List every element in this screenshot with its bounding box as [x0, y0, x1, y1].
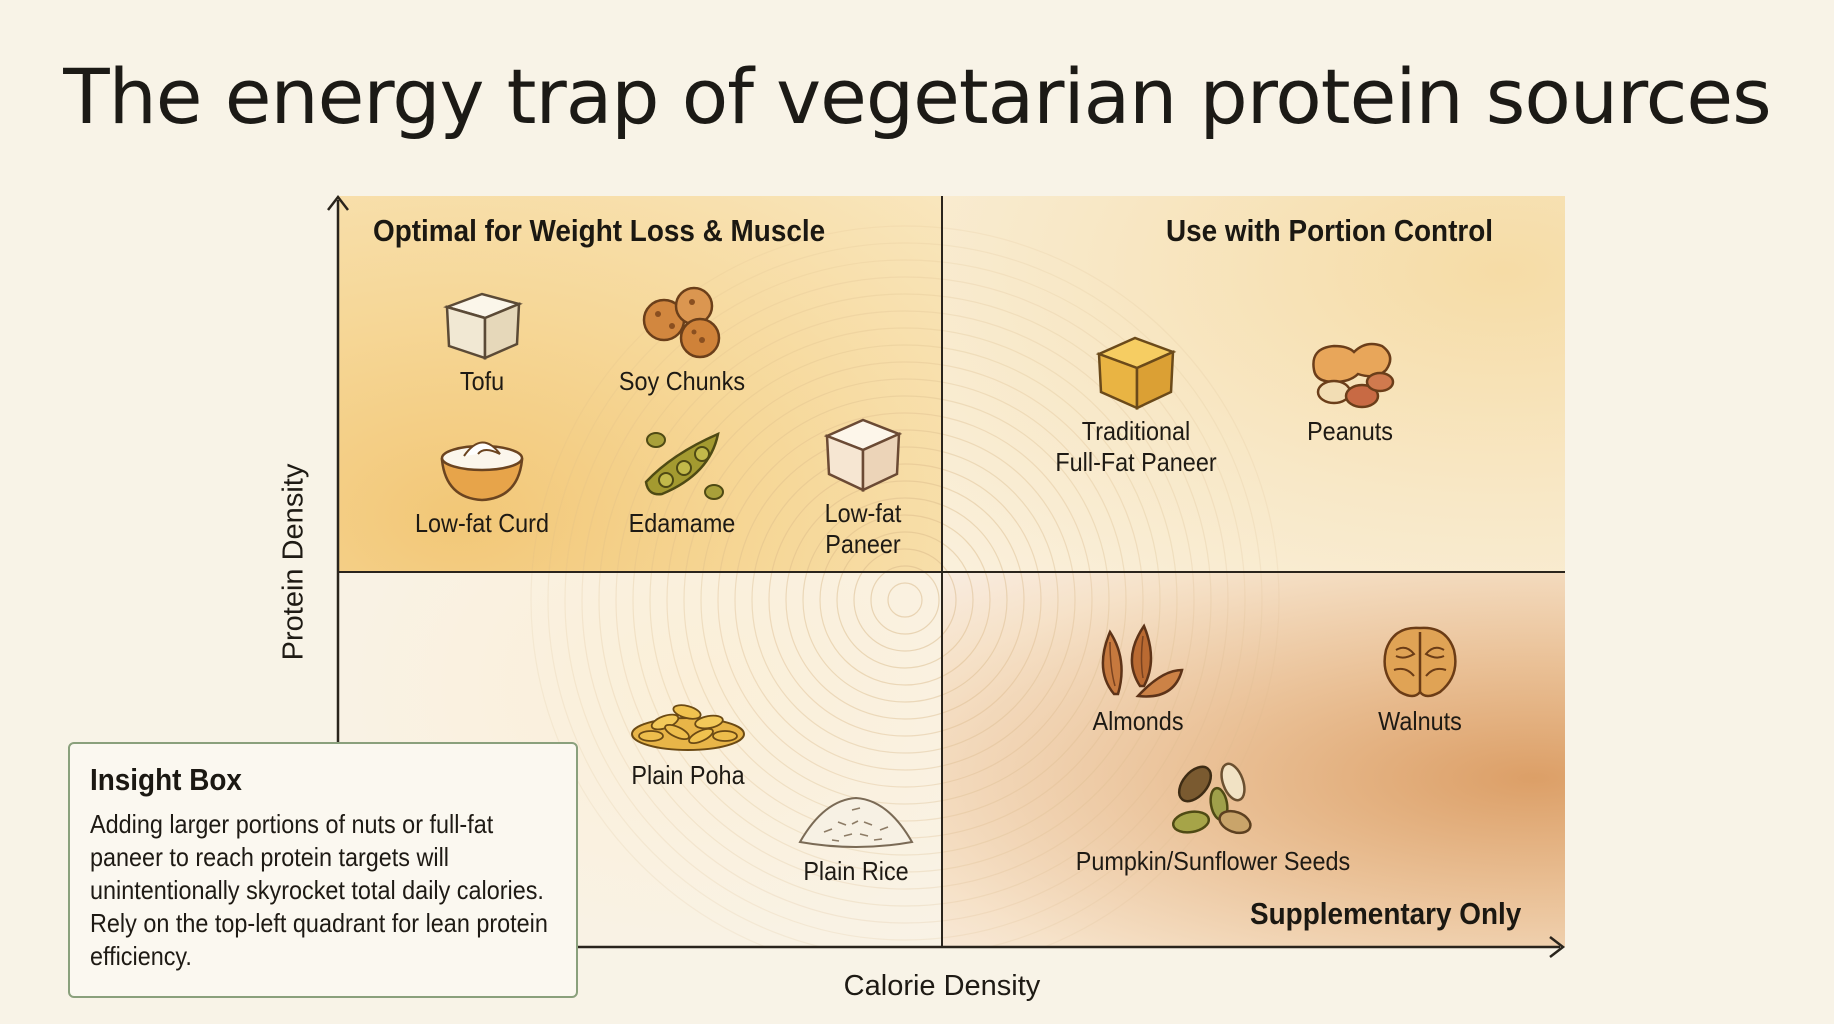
item-label: Plain Rice — [803, 856, 909, 886]
insight-box: Insight Box Adding larger portions of nu… — [68, 742, 578, 998]
item-label: Low-fat Paneer — [824, 498, 902, 559]
item-edamame: Edamame — [562, 424, 802, 539]
item-label: Almonds — [1092, 706, 1184, 736]
page-title: The energy trap of vegetarian protein so… — [63, 52, 1772, 141]
item-label: Plain Poha — [631, 760, 745, 790]
item-low-fat-paneer: Low-fat Paneer — [743, 412, 983, 560]
almonds-icon — [1101, 623, 1184, 698]
insight-title: Insight Box — [90, 762, 242, 797]
full-fat-paneer-icon — [1095, 336, 1177, 410]
item-peanuts: Peanuts — [1230, 330, 1470, 447]
peanuts-icon — [1312, 342, 1395, 409]
poha-icon — [631, 704, 745, 751]
item-plain-poha: Plain Poha — [568, 686, 808, 791]
item-label: Low-fat Curd — [415, 508, 549, 538]
seeds-icon — [1171, 762, 1252, 835]
quadrant-portion-control — [942, 196, 1565, 572]
item-almonds: Almonds — [1018, 620, 1258, 737]
y-axis-label: Protein Density — [277, 463, 310, 661]
item-soy-chunks: Soy Chunks — [562, 282, 802, 397]
soy-chunks-icon — [642, 286, 721, 359]
tofu-icon — [443, 292, 523, 360]
item-walnuts: Walnuts — [1300, 620, 1540, 737]
item-seeds: Pumpkin/Sunflower Seeds — [1053, 760, 1373, 877]
item-tofu: Tofu — [362, 282, 602, 397]
paneer-cube-icon — [823, 418, 903, 492]
rice-icon — [798, 796, 914, 848]
insight-body: Adding larger portions of nuts or full-f… — [90, 809, 548, 971]
item-label: Pumpkin/Sunflower Seeds — [1075, 846, 1351, 876]
item-low-fat-curd: Low-fat Curd — [362, 424, 602, 539]
curd-bowl-icon — [440, 441, 524, 502]
item-label: Edamame — [628, 508, 736, 538]
item-label: Tofu — [459, 366, 505, 396]
item-label: Walnuts — [1378, 706, 1462, 736]
quadrant-supplementary — [942, 572, 1565, 947]
item-label: Soy Chunks — [618, 366, 746, 396]
walnut-icon — [1383, 626, 1457, 698]
quadrant-label-supplementary: Supplementary Only — [1250, 896, 1522, 931]
item-label: Peanuts — [1307, 416, 1393, 446]
item-plain-rice: Plain Rice — [736, 786, 976, 887]
quadrant-label-optimal: Optimal for Weight Loss & Muscle — [373, 213, 826, 248]
item-label: Traditional Full-Fat Paneer — [1055, 416, 1217, 477]
item-full-fat-paneer: Traditional Full-Fat Paneer — [1016, 330, 1256, 478]
quadrant-optimal — [338, 196, 942, 572]
x-axis-label: Calorie Density — [843, 970, 1041, 1002]
quadrant-label-portion-control: Use with Portion Control — [1166, 213, 1494, 248]
edamame-icon — [644, 431, 724, 500]
